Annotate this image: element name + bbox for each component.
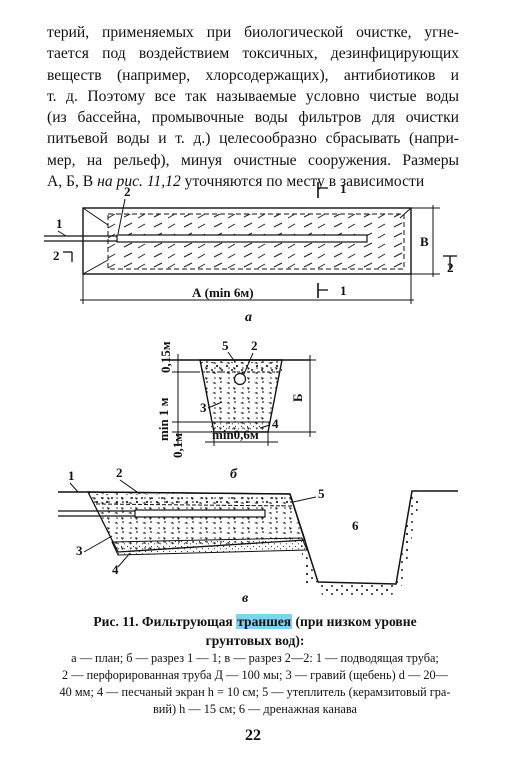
figure-legend: а — план; б — разрез 1 — 1; в — разрез 2… bbox=[40, 650, 470, 718]
body-text: А, Б, В bbox=[47, 173, 98, 191]
sand-screen bbox=[211, 422, 271, 432]
section-mark-1-bottom: 1 bbox=[340, 283, 347, 298]
body-line: мер, на рельеф), минуя очистные сооружен… bbox=[47, 151, 459, 169]
figure-reference: на рис. 11,12 bbox=[97, 173, 181, 191]
label-2: 2 bbox=[251, 338, 258, 353]
insulation-layer bbox=[90, 494, 292, 506]
gravel-body bbox=[86, 491, 306, 553]
label-2: 2 bbox=[116, 465, 123, 480]
label-3: 3 bbox=[200, 400, 207, 415]
body-text: уточняются по месту в зависимости bbox=[180, 173, 425, 191]
dim-015: 0,15м bbox=[158, 341, 173, 373]
view-c-sublabel: в bbox=[242, 591, 249, 606]
view-a-plan: 1 2 2 1 1 А (min 6м) В 2 а bbox=[44, 181, 457, 325]
section-mark-2-right: 2 bbox=[447, 260, 454, 275]
body-line: т. д. Поэтому все так называемые условно… bbox=[47, 87, 459, 105]
dim-min-1m: min 1 м bbox=[156, 397, 171, 441]
body-paragraph: терий, применяемых при биологической очи… bbox=[47, 22, 459, 192]
body-line-last: А, Б, В на рис. 11,12 уточняются по мест… bbox=[47, 171, 459, 192]
label-6: 6 bbox=[352, 518, 359, 533]
label-5: 5 bbox=[222, 338, 229, 353]
pipe-section bbox=[233, 372, 247, 386]
dimension-b: Б bbox=[290, 393, 305, 402]
label-5: 5 bbox=[318, 486, 325, 501]
label-4: 4 bbox=[112, 562, 119, 577]
body-line: тается под воздействием токсичных, дезин… bbox=[47, 45, 459, 63]
legend-line: вий) h — 15 см; 6 — дренажная канава bbox=[153, 702, 357, 716]
figure-caption-title: Рис. 11. Фильтрующая траншея (при низком… bbox=[40, 612, 470, 650]
caption-prefix: Рис. 11. Фильтрующая bbox=[93, 614, 237, 629]
body-line: веществ (например, хлорсодержащих), анти… bbox=[47, 66, 459, 84]
section-mark-1-top: 1 bbox=[340, 181, 347, 196]
page-number: 22 bbox=[245, 727, 261, 744]
section-mark-2-left: 2 bbox=[53, 248, 60, 263]
caption-line2: грунтовых вод): bbox=[205, 633, 305, 648]
sand-layer bbox=[111, 537, 308, 556]
label-4: 4 bbox=[272, 416, 279, 431]
caption-suffix: (при низком уровне bbox=[292, 614, 417, 629]
view-b-sublabel: б bbox=[230, 467, 238, 482]
view-c-section: 1 2 3 4 5 6 в bbox=[58, 465, 458, 606]
caption-highlight: траншея bbox=[236, 614, 293, 629]
view-b-section: 5 2 3 4 0,15м min 1 м 0,1м min0,6м Б б bbox=[156, 338, 316, 482]
body-line: терий, применяемых при биологической очи… bbox=[47, 24, 459, 41]
dimension-a: А (min 6м) bbox=[192, 285, 254, 300]
legend-line: а — план; б — разрез 1 — 1; в — разрез 2… bbox=[71, 651, 439, 665]
label-1: 1 bbox=[68, 468, 75, 483]
body-line: питьевой воды и т. д.) целесообразно сбр… bbox=[47, 130, 459, 148]
label-3: 3 bbox=[76, 543, 83, 558]
dim-min-06m: min0,6м bbox=[212, 427, 259, 442]
legend-line: 40 мм; 4 — песчаный экран h = 10 см; 5 —… bbox=[59, 685, 451, 699]
body-line: (из бассейна, промывочные воды фильтров … bbox=[47, 109, 459, 127]
dimension-v: В bbox=[420, 234, 429, 249]
legend-line: 2 — перфорированная труба Д — 100 мы; 3 … bbox=[62, 668, 448, 682]
perforated-pipe bbox=[116, 234, 368, 243]
dim-01: 0,1м bbox=[170, 433, 185, 458]
view-a-sublabel: а bbox=[245, 310, 252, 325]
perforated-pipe bbox=[134, 509, 266, 518]
label-1: 1 bbox=[56, 216, 63, 231]
label-2: 2 bbox=[124, 184, 131, 199]
